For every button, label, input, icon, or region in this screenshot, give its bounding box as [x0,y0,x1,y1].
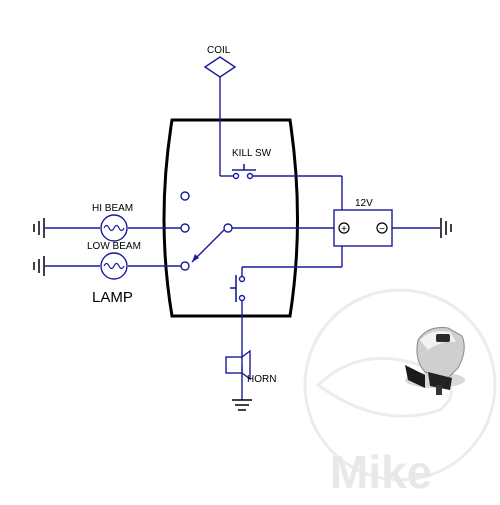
battery-minus-terminal-icon [376,222,388,234]
battery-plus-terminal-icon [338,222,350,234]
ground-icon [232,399,252,411]
ground-icon [33,256,45,276]
switch-housing [162,118,299,318]
coil-connector-icon [203,56,237,78]
battery-label: 12V [355,198,373,209]
battery-plus-sign: + [341,224,347,235]
hi-beam-lamp-icon [100,214,128,242]
ground-icon [33,218,45,238]
ground-icon [440,218,452,238]
product-photo [405,327,465,395]
lever-arrow-icon [192,254,199,262]
low-beam-lamp-icon [100,252,128,280]
horn-button [230,275,246,302]
wires [45,76,440,400]
horn-icon [225,349,251,381]
kill-switch-label: KILL SW [232,148,272,159]
lamp-label: LAMP [92,289,133,306]
kill-switch [232,164,256,180]
switch-terminals [180,191,233,271]
battery: + − [333,209,393,247]
horn-label: HORN [247,374,276,385]
watermark-brand: Mike [330,446,432,498]
hi-beam-label: HI BEAM [92,203,133,214]
low-beam-label: LOW BEAM [87,241,141,252]
battery-minus-sign: − [379,224,385,235]
coil-label: COIL [207,45,231,56]
watermark: Mike [303,288,497,498]
